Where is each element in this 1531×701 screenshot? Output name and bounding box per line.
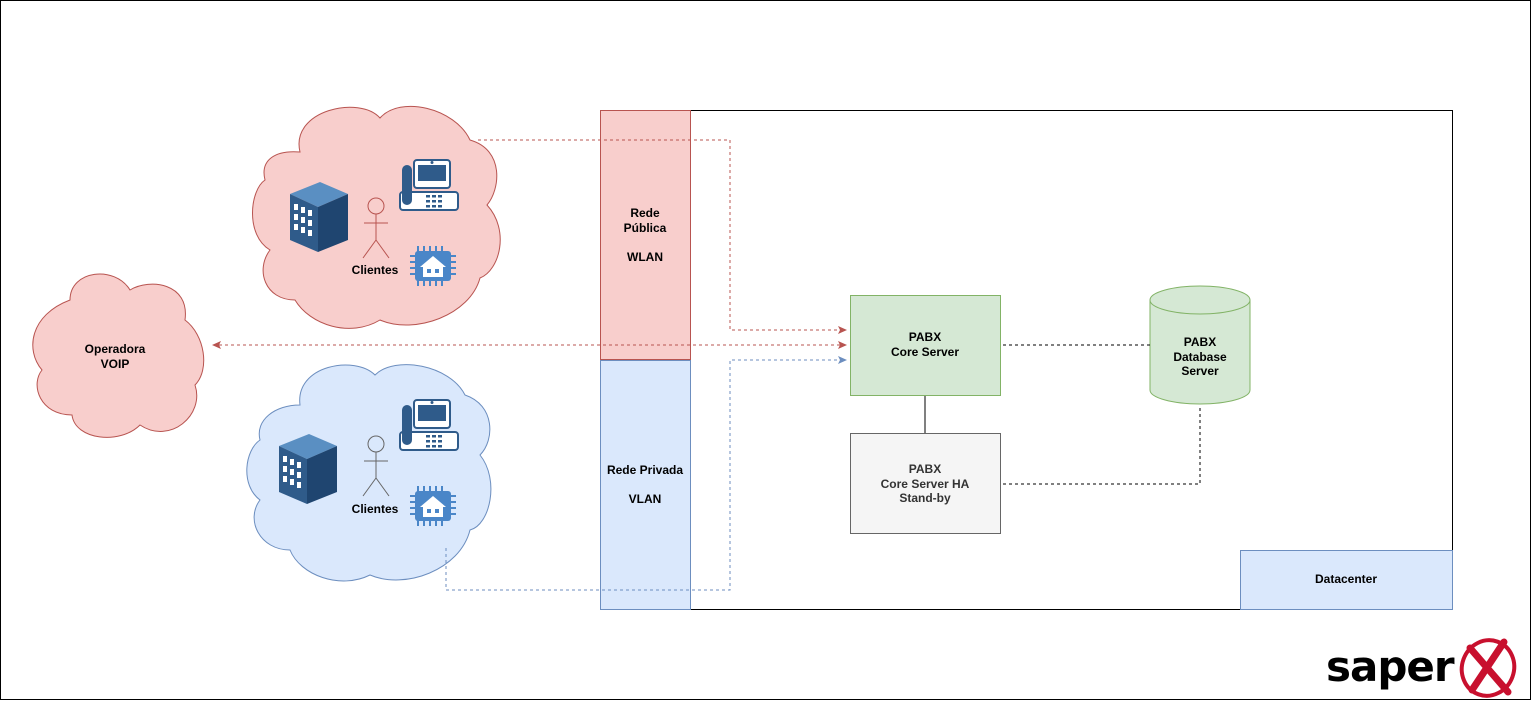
building-icon bbox=[290, 182, 348, 252]
operator-label: Operadora VOIP bbox=[84, 342, 146, 371]
core-server-label: PABX Core Server bbox=[890, 330, 960, 359]
private-clients-label: Clientes bbox=[351, 502, 399, 516]
database-cylinder bbox=[1149, 285, 1251, 405]
iot-home-chip-icon bbox=[409, 245, 457, 287]
iot-home-chip-icon bbox=[409, 485, 457, 527]
ip-phone-icon bbox=[399, 399, 459, 451]
private-network-band bbox=[600, 360, 691, 610]
public-network-band bbox=[600, 110, 691, 360]
public-link-connector bbox=[478, 139, 847, 334]
standby-server-label: PABX Core Server HA Stand-by bbox=[880, 462, 970, 505]
operator-cloud bbox=[32, 273, 205, 438]
saper-logo-text: saper bbox=[1326, 642, 1455, 691]
public-clients-label: Clientes bbox=[351, 263, 399, 277]
private-link-connector bbox=[445, 356, 847, 591]
datacenter-label-box bbox=[1240, 550, 1453, 610]
database-server-label: PABX Database Server bbox=[1173, 335, 1227, 378]
public-network-label: Rede Pública WLAN bbox=[623, 206, 667, 264]
saper-logo-mark bbox=[1459, 638, 1517, 698]
private-network-label: Rede Privada VLAN bbox=[606, 463, 684, 506]
ip-phone-icon bbox=[399, 159, 459, 211]
core-server-box bbox=[850, 295, 1001, 396]
standby-server-box bbox=[850, 433, 1001, 534]
building-icon bbox=[279, 434, 337, 504]
datacenter-label: Datacenter bbox=[1314, 572, 1378, 586]
